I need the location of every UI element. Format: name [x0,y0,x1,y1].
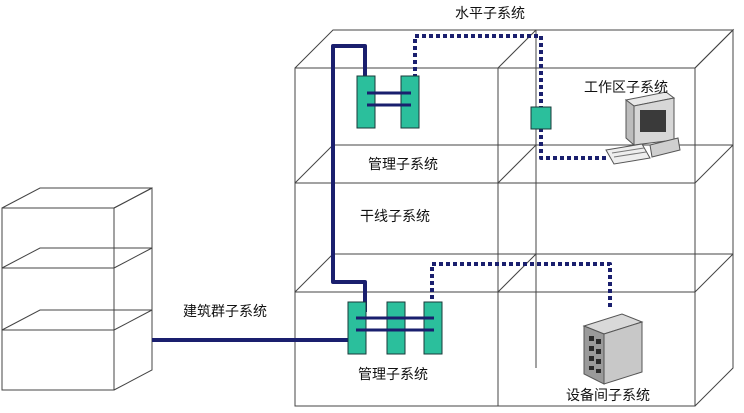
information-outlet [530,106,552,130]
label-horizontal-subsystem: 水平子系统 [455,6,525,22]
patch-panel-top [356,75,420,129]
horizontal-cable-bottom [430,262,612,308]
label-management-subsystem-top: 管理子系统 [368,157,438,173]
label-equipment-room-subsystem: 设备间子系统 [566,388,650,404]
computer-icon [605,91,681,165]
label-campus-subsystem: 建筑群子系统 [183,304,267,320]
label-work-area-subsystem: 工作区子系统 [584,80,668,96]
campus-building-frame [1,187,153,391]
label-backbone-subsystem: 干线子系统 [360,209,430,225]
label-management-subsystem-bottom: 管理子系统 [358,367,428,383]
server-icon [582,313,644,385]
horizontal-cable-top [413,34,608,160]
backbone-cable [331,44,367,312]
patch-panel-bottom [347,301,443,355]
